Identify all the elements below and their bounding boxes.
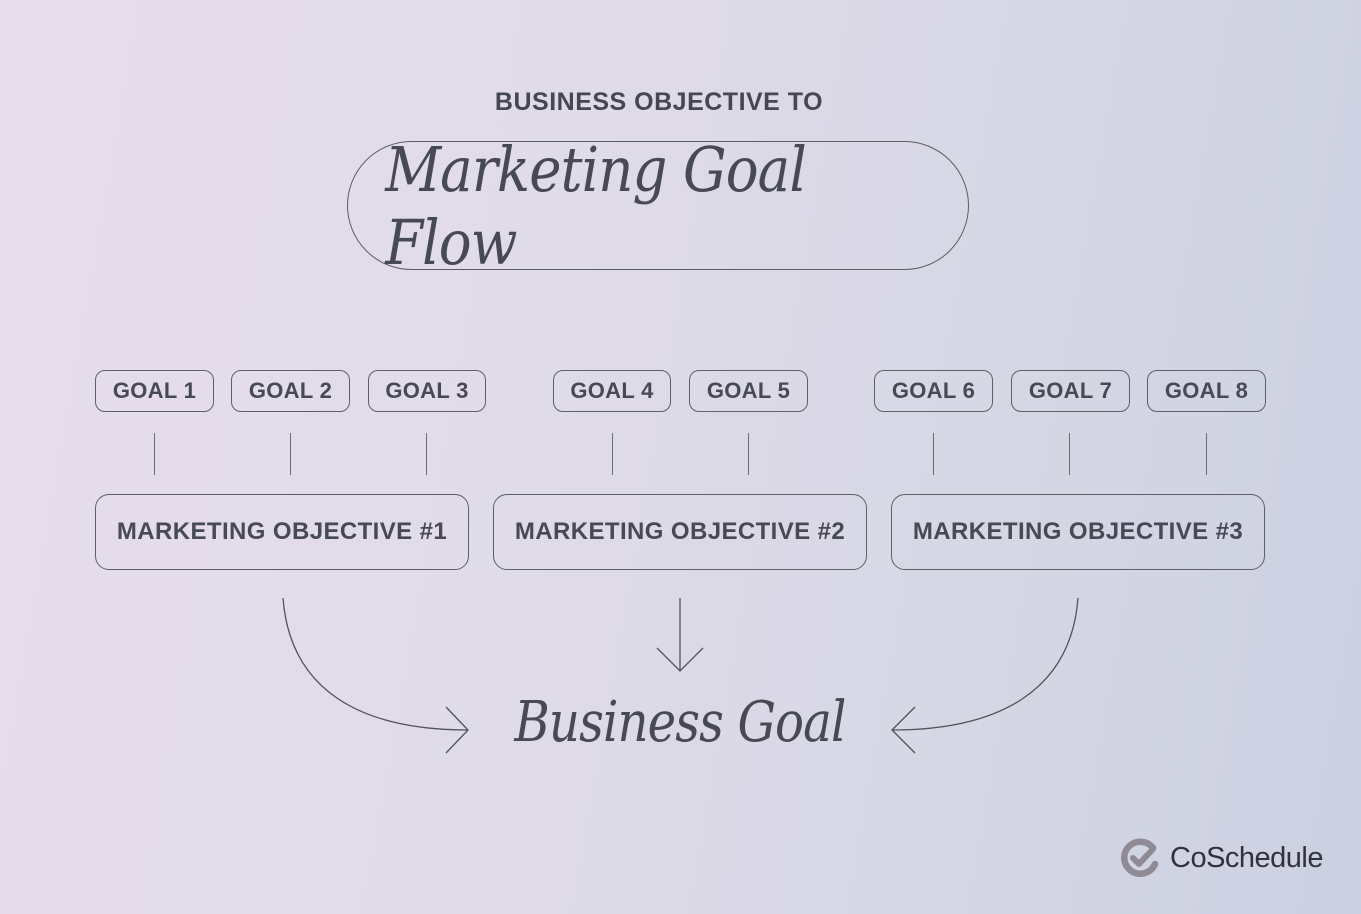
connector-line (933, 433, 935, 475)
marketing-objective-1-box: MARKETING OBJECTIVE #1 (95, 494, 469, 570)
curved-arrow-left-icon (282, 597, 469, 731)
goal-7-box: GOAL 7 (1011, 370, 1130, 412)
goal-8-box: GOAL 8 (1147, 370, 1266, 412)
connector-line (748, 433, 750, 475)
goal-5-box: GOAL 5 (689, 370, 808, 412)
business-goal-label: Business Goal (514, 690, 846, 755)
goal-2-box: GOAL 2 (231, 370, 350, 412)
goal-6-box: GOAL 6 (874, 370, 993, 412)
connector-line (612, 433, 614, 475)
coschedule-logo: CoSchedule (1120, 838, 1324, 878)
goal-4-box: GOAL 4 (553, 370, 671, 412)
check-circle-icon (1121, 838, 1159, 877)
diagram-eyebrow: BUSINESS OBJECTIVE TO (494, 88, 824, 116)
marketing-objective-3-box: MARKETING OBJECTIVE #3 (891, 494, 1265, 570)
connector-line (1206, 433, 1208, 475)
connector-line (154, 433, 156, 475)
marketing-objective-2-box: MARKETING OBJECTIVE #2 (493, 494, 867, 570)
goal-1-box: GOAL 1 (95, 370, 214, 412)
connector-line (426, 433, 428, 475)
diagram-title: Marketing Goal Flow (385, 132, 807, 279)
title-pill: Marketing Goal Flow (347, 133, 969, 279)
connector-line (290, 433, 292, 475)
curved-arrow-right-icon (891, 597, 1079, 731)
brand-name: CoSchedule (1170, 841, 1324, 874)
connector-line (1069, 433, 1071, 475)
goal-3-box: GOAL 3 (368, 370, 486, 412)
